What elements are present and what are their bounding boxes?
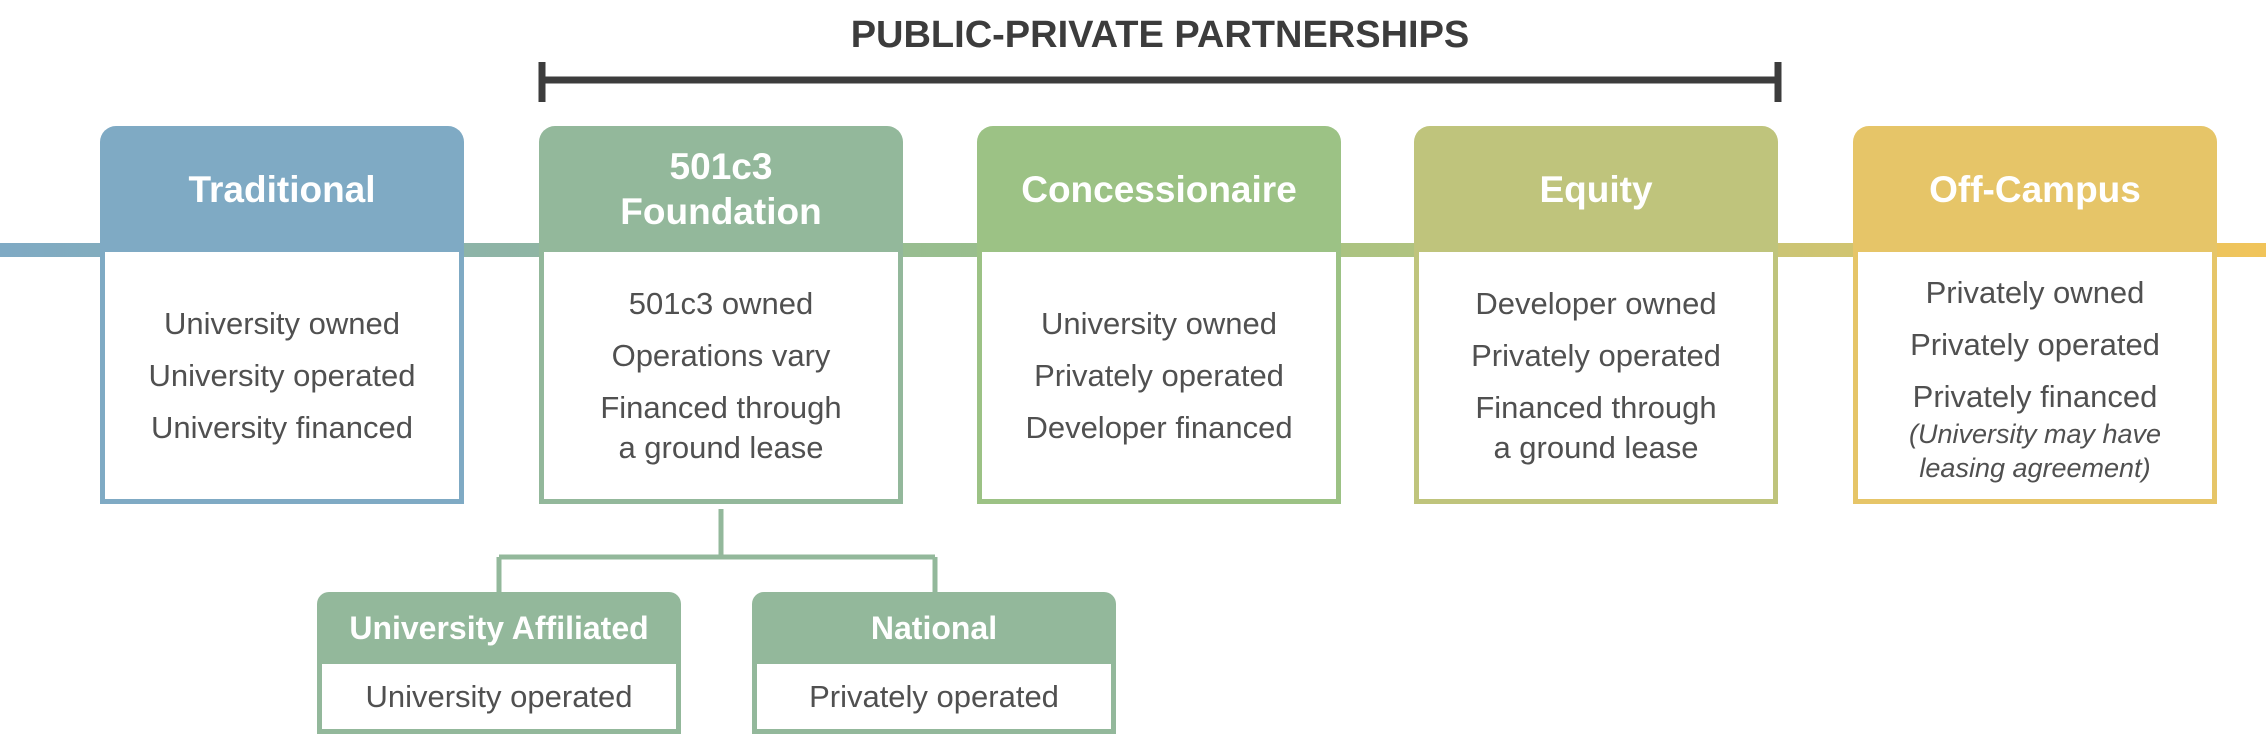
detail-line: Financed through a ground lease	[1475, 389, 1717, 465]
detail-line: Privately financed	[1912, 378, 2158, 414]
sub-model-university-affiliated-detail: University operated	[317, 664, 681, 734]
model-off-campus-title: Off-Campus	[1853, 126, 2217, 252]
detail-line: University owned	[1040, 305, 1278, 341]
detail-line: Developer owned	[1475, 285, 1717, 321]
ppp-bracket	[538, 62, 1782, 102]
detail-line: Financed through a ground lease	[600, 389, 842, 465]
detail-line: Privately operated	[1910, 326, 2160, 362]
detail-line: 501c3 owned	[628, 285, 814, 321]
model-equity-details: Developer owned Privately operated Finan…	[1414, 252, 1778, 504]
detail-line: University operated	[148, 357, 416, 393]
foundation-branch	[496, 509, 938, 592]
model-concessionaire-title: Concessionaire	[977, 126, 1341, 252]
model-off-campus-details: Privately owned Privately operated Priva…	[1853, 252, 2217, 504]
detail-line: Privately operated	[1034, 357, 1284, 393]
model-traditional-title: Traditional	[100, 126, 464, 252]
model-traditional-details: University owned University operated Uni…	[100, 252, 464, 504]
sub-model-national-title: National	[752, 592, 1116, 664]
detail-line: University owned	[163, 305, 401, 341]
sub-model-university-affiliated-title: University Affiliated	[317, 592, 681, 664]
model-501c3-foundation-details: 501c3 owned Operations vary Financed thr…	[539, 252, 903, 504]
detail-line: Privately operated	[1471, 337, 1721, 373]
detail-line: University financed	[151, 409, 413, 445]
sub-model-national-detail: Privately operated	[752, 664, 1116, 734]
detail-line: Privately owned	[1925, 274, 2145, 310]
model-equity-title: Equity	[1414, 126, 1778, 252]
model-501c3-foundation-title: 501c3 Foundation	[539, 126, 903, 252]
detail-line: Operations vary	[611, 337, 831, 373]
detail-line: Developer financed	[1025, 409, 1293, 445]
model-concessionaire-details: University owned Privately operated Deve…	[977, 252, 1341, 504]
diagram-title: PUBLIC-PRIVATE PARTNERSHIPS	[850, 14, 1470, 56]
detail-note: (University may have leasing agreement)	[1908, 418, 2162, 483]
